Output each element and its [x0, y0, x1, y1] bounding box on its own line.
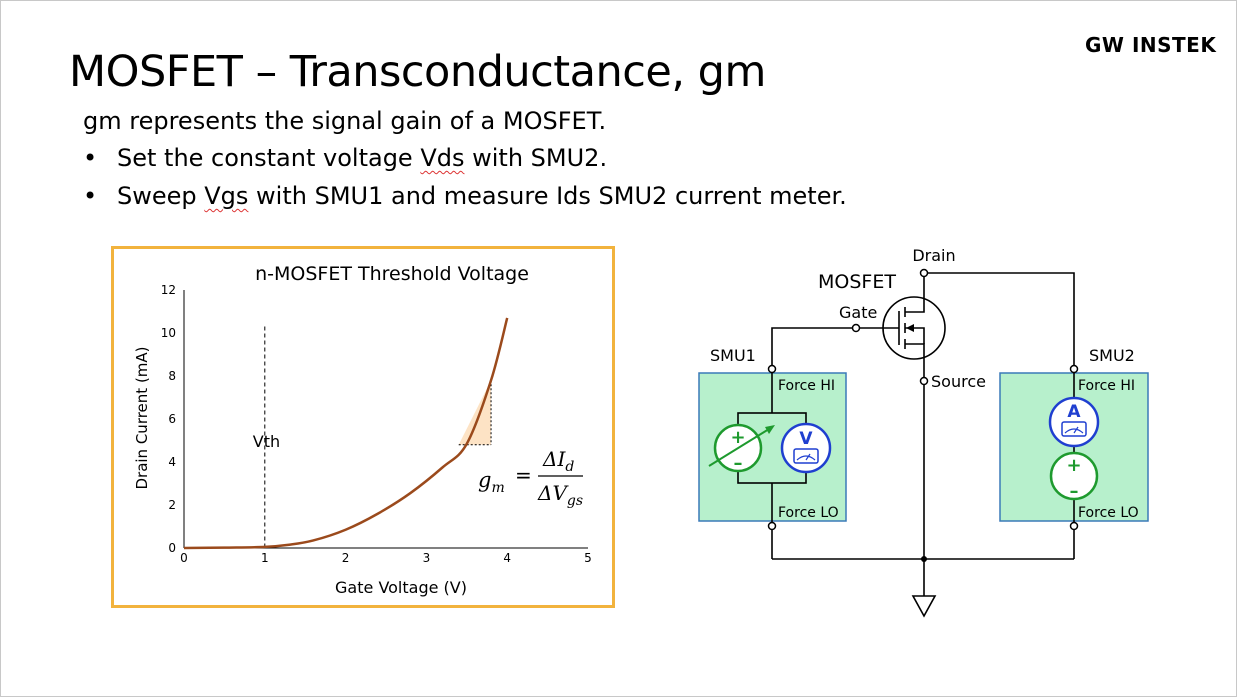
smu1-label: SMU1 — [710, 346, 756, 365]
smu1-force-hi: Force HI — [778, 378, 835, 394]
drain-label: Drain — [912, 246, 955, 265]
x-axis-label: Gate Voltage (V) — [335, 578, 467, 597]
smu2-voltage-source: + – — [1049, 451, 1099, 502]
brand-logo: GW INSTEK — [1085, 33, 1217, 57]
y-axis-label: Drain Current (mA) — [133, 346, 151, 489]
bullet-text: with SMU2. — [464, 144, 608, 172]
gate-label: Gate — [839, 303, 877, 322]
sweep-arrow-icon — [765, 425, 775, 434]
y-tick-label: 4 — [168, 455, 176, 469]
minus-sign: – — [1070, 481, 1079, 502]
circuit-diagram: Drain MOSFET Gate Source SMU1 SMU2 Force… — [698, 246, 1149, 618]
drain-current-curve — [183, 317, 509, 550]
x-tick-label: 5 — [584, 551, 592, 565]
smu2-label: SMU2 — [1089, 346, 1135, 365]
y-tick-label: 2 — [168, 498, 176, 512]
smu1-voltmeter: V — [780, 422, 832, 474]
bullet-item: • Set the constant voltage Vds with SMU2. — [83, 144, 607, 172]
x-tick-label: 3 — [423, 551, 431, 565]
spellcheck-word: Vds — [420, 144, 465, 172]
x-tick-label: 4 — [503, 551, 511, 565]
spellcheck-word: Vgs — [204, 182, 249, 210]
minus-sign: – — [734, 453, 743, 474]
y-tick-label: 10 — [161, 326, 176, 340]
smu2-force-lo: Force LO — [1078, 505, 1139, 521]
plus-sign: + — [1066, 455, 1081, 476]
smu1-force-lo: Force LO — [778, 505, 839, 521]
x-tick-label: 2 — [342, 551, 350, 565]
y-tick-label: 8 — [168, 369, 176, 383]
x-tick-label: 1 — [261, 551, 269, 565]
smu2-force-hi: Force HI — [1078, 378, 1135, 394]
page-title: MOSFET – Transconductance, gm — [69, 47, 766, 97]
formula-lhs: gm — [478, 468, 505, 496]
y-tick-labels: 0 2 4 6 8 10 12 — [161, 283, 176, 555]
junctions — [921, 556, 927, 562]
delta-triangle — [458, 380, 492, 445]
y-tick-label: 6 — [168, 412, 176, 426]
mosfet-label: MOSFET — [818, 271, 896, 293]
intro-text: gm represents the signal gain of a MOSFE… — [83, 107, 607, 135]
bullet-dot: • — [83, 182, 98, 210]
terminals — [767, 268, 1079, 531]
gm-formula: gm = ΔId ΔVgs — [478, 447, 583, 509]
mosfet-symbol — [856, 273, 946, 381]
source-label: Source — [931, 372, 986, 391]
y-tick-label: 0 — [168, 541, 176, 555]
voltmeter-letter: V — [799, 429, 813, 449]
chart-title: n-MOSFET Threshold Voltage — [255, 263, 529, 285]
bullet-item: • Sweep Vgs with SMU1 and measure Ids SMU… — [83, 182, 847, 210]
x-tick-labels: 0 1 2 3 4 5 — [180, 551, 592, 565]
vth-label: Vth — [253, 432, 280, 451]
x-tick-label: 0 — [180, 551, 188, 565]
smu2-ammeter: A — [1048, 396, 1100, 448]
formula-equals: = — [515, 463, 532, 487]
bullet-dot: • — [83, 144, 98, 172]
bullet-text: with SMU1 and measure Ids SMU2 current m… — [248, 182, 847, 210]
formula-numerator: ΔId — [542, 447, 574, 475]
ammeter-letter: A — [1067, 402, 1081, 422]
y-tick-label: 12 — [161, 283, 176, 297]
bullet-text: Set the constant voltage — [117, 144, 421, 172]
smu1-voltage-source: + – — [708, 423, 775, 474]
bullet-text: Sweep — [117, 182, 205, 210]
plus-sign: + — [730, 427, 745, 448]
formula-denominator: ΔVgs — [537, 481, 583, 509]
